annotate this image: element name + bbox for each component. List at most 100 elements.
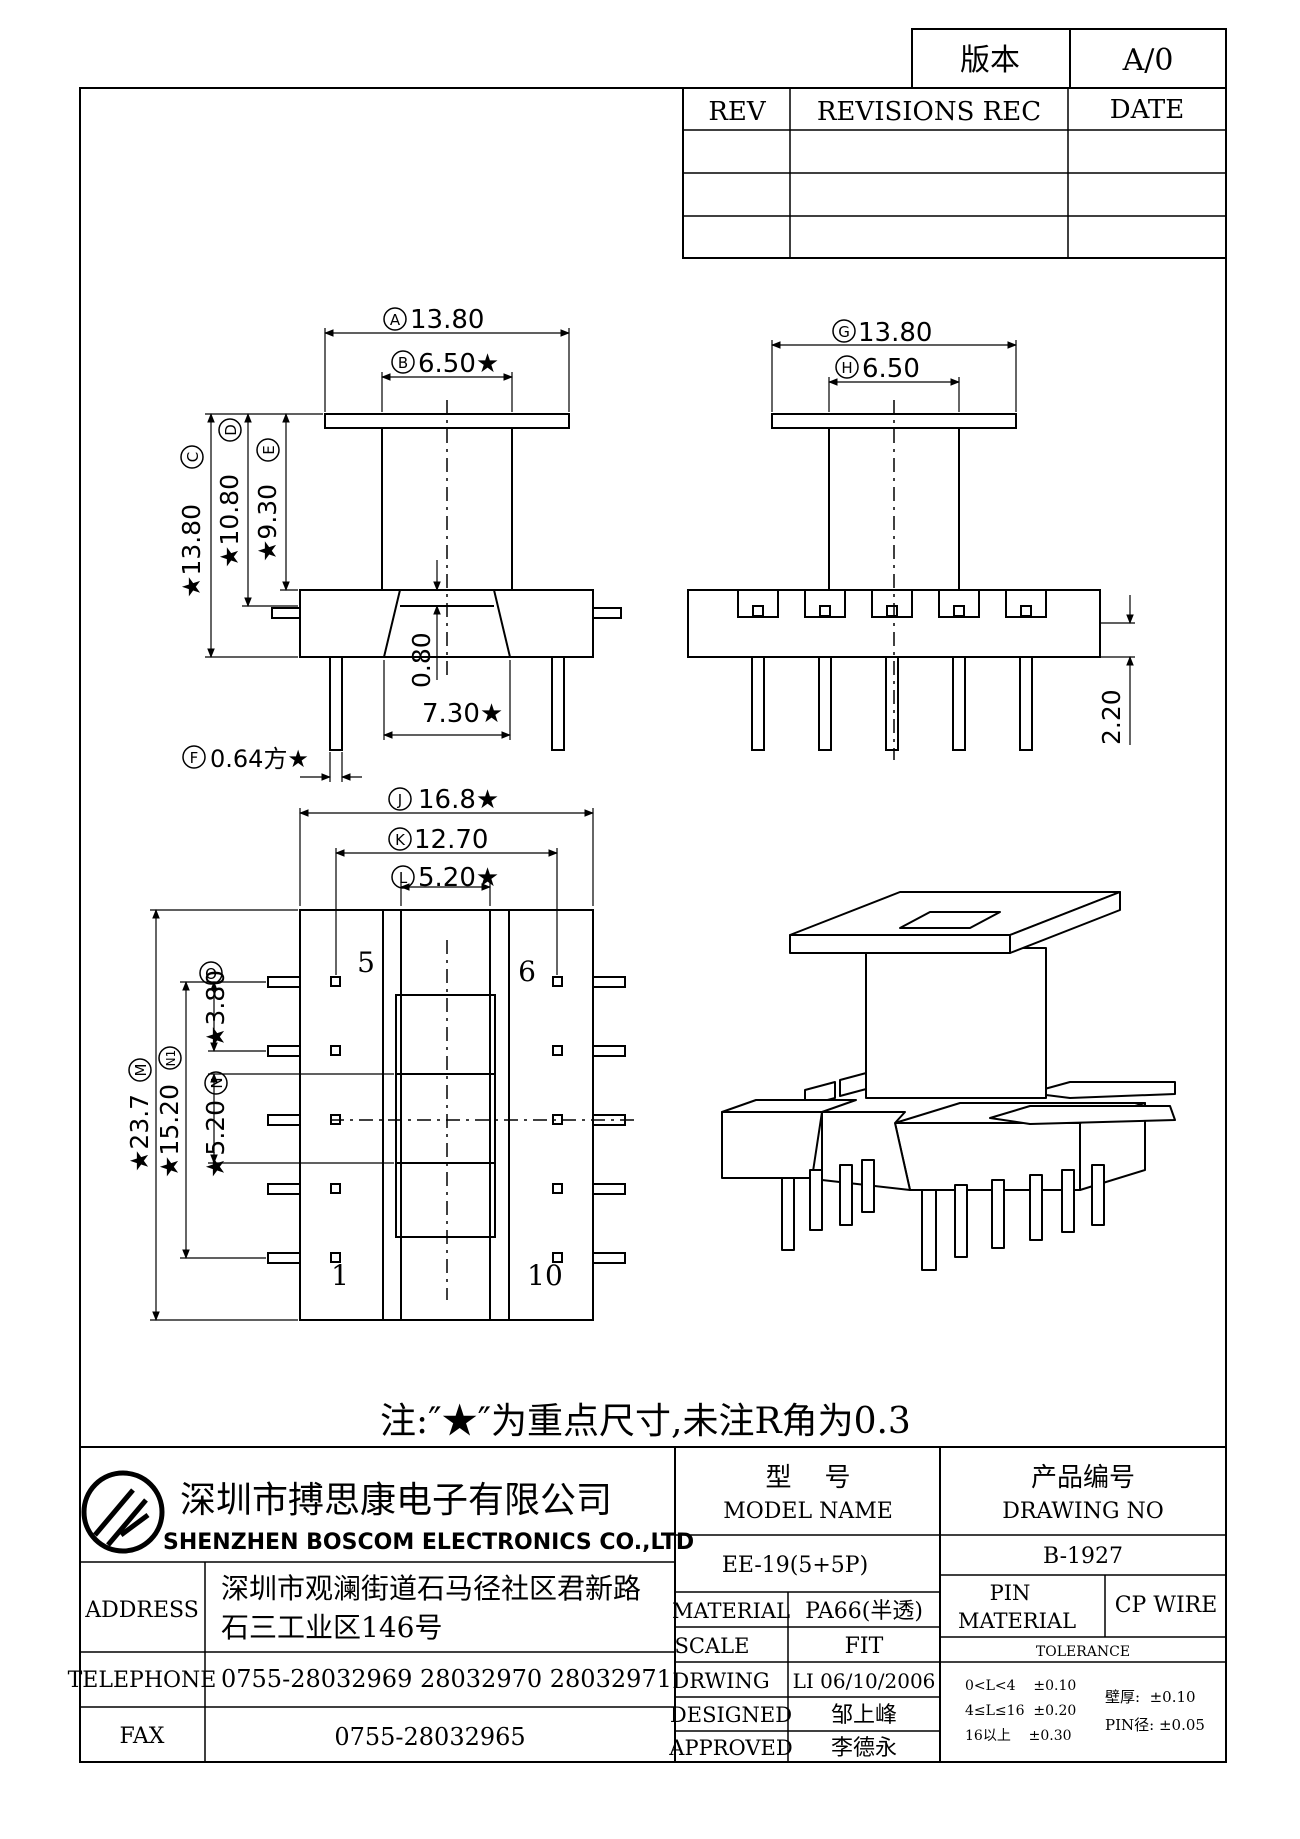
scale-value: FIT (845, 1634, 884, 1659)
front-view (205, 328, 622, 782)
dim-h-value: 6.50 (862, 354, 920, 384)
callout-a: A (390, 311, 401, 329)
dim-l-value: 5.20★ (418, 863, 499, 893)
company-name-cn: 深圳市搏思康电子有限公司 (180, 1480, 612, 1521)
callout-o-circle (199, 961, 223, 985)
callout-n-circle (204, 1071, 228, 1095)
version-value: A/0 (1122, 43, 1174, 78)
callout-h: H (841, 359, 852, 377)
dim-k-value: 12.70 (414, 825, 488, 855)
telephone-value: 0755-28032969 28032970 28032971 (221, 1665, 672, 1693)
version-label: 版本 (960, 43, 1020, 78)
dim-f-value: 0.64方★ (210, 745, 309, 773)
side-view-labels: G 13.80 H 6.50 2.20 (832, 318, 1126, 745)
telephone-label: TELEPHONE (68, 1668, 217, 1693)
callout-h-circle (835, 355, 859, 379)
pin-1-label: 1 (331, 1259, 349, 1292)
callout-m: M (132, 1064, 150, 1077)
dim-c-value: ★13.80 (177, 504, 206, 598)
title-block (80, 1446, 1226, 1762)
title-block-text: 深圳市搏思康电子有限公司 SHENZHEN BOSCOM ELECTRONICS… (68, 1463, 1218, 1761)
tolerance-row-3: 16以上 ±0.30 (965, 1728, 1072, 1744)
sheet-border (79, 87, 1227, 1763)
company-logo (81, 1470, 165, 1554)
bottom-view-labels: J 16.8★ K 12.70 L 5.20★ O ★23.7 M ★15.20… (125, 785, 563, 1292)
callout-j: J (397, 791, 402, 809)
version-box: 版本 A/0 (911, 28, 1227, 89)
dim-a-value: 13.80 (410, 305, 484, 335)
material-value: PA66(半透) (805, 1599, 923, 1624)
address-label: ADDRESS (84, 1598, 199, 1623)
callout-e: E (260, 445, 278, 454)
dim-m-value: ★23.7 (125, 1094, 154, 1172)
pin-6-label: 6 (518, 955, 536, 988)
callout-b-circle (391, 350, 415, 374)
dimension-note: 注:″★″为重点尺寸,未注R角为0.3 (380, 1401, 911, 1442)
fax-value: 0755-28032965 (334, 1723, 525, 1751)
dim-b-value: 6.50★ (418, 349, 499, 379)
dim-g-value: 13.80 (858, 318, 932, 348)
drawing-value: LI 06/10/2006 (793, 1669, 936, 1693)
dim-730-value: 7.30★ (422, 699, 503, 729)
pin-material-label-1: PIN (990, 1581, 1031, 1605)
callout-c-circle (180, 445, 204, 469)
side-view (687, 340, 1135, 760)
dim-080-value: 0.80 (407, 632, 436, 688)
callout-f: F (190, 749, 199, 767)
tolerance-row-2: 4≤L≤16 ±0.20 (965, 1703, 1076, 1719)
dim-e-value: ★9.30 (253, 484, 282, 562)
dim-n-value: ★5.20 (201, 1100, 230, 1178)
callout-a-circle (383, 307, 407, 331)
approved-label: APPROVED (668, 1736, 792, 1760)
material-label: MATERIAL (672, 1599, 790, 1623)
tolerance-row-1: 0<L<4 ±0.10 (965, 1678, 1076, 1694)
callout-g-circle (832, 319, 856, 343)
model-label-cn: 型 号 (765, 1463, 850, 1493)
model-value: EE-19(5+5P) (722, 1553, 868, 1578)
pin-material-label-2: MATERIAL (958, 1609, 1076, 1633)
callout-b: B (398, 354, 408, 372)
callout-l: L (399, 869, 408, 887)
designed-value: 邹上峰 (831, 1703, 897, 1728)
drawing-no-label-en: DRAWING NO (1002, 1499, 1164, 1524)
callout-l-circle (391, 865, 415, 889)
pin-10-label: 10 (527, 1259, 563, 1292)
drawing-no-label-cn: 产品编号 (1031, 1463, 1135, 1493)
bottom-view (150, 808, 640, 1321)
drawing-label: DRWING (672, 1669, 769, 1693)
dim-220-value: 2.20 (1097, 689, 1126, 745)
callout-n: N (208, 1077, 226, 1088)
callout-e-circle (256, 438, 280, 462)
model-label-en: MODEL NAME (723, 1499, 893, 1524)
tolerance-label: TOLERANCE (1036, 1644, 1130, 1660)
isometric-view (721, 891, 1176, 1271)
dim-o-value: ★3.80 (201, 970, 230, 1048)
callout-d: D (222, 424, 240, 436)
address-line1: 深圳市观澜街道石马径社区君新路 (221, 1572, 641, 1605)
approved-value: 李德永 (831, 1736, 897, 1761)
pin-5-label: 5 (357, 946, 375, 979)
company-name-en: SHENZHEN BOSCOM ELECTRONICS CO.,LTD (163, 1530, 694, 1555)
callout-n1-circle (158, 1046, 182, 1070)
tolerance-pin: PIN径: ±0.05 (1105, 1716, 1205, 1734)
address-line2: 石三工业区146号 (221, 1611, 442, 1644)
dim-n1-value: ★15.20 (155, 1084, 184, 1178)
callout-j-circle (388, 787, 412, 811)
date-header: DATE (1110, 95, 1185, 125)
drawing-no-value: B-1927 (1043, 1544, 1123, 1569)
callout-c: C (184, 452, 202, 462)
callout-o: O (205, 965, 217, 983)
callout-f-circle (182, 745, 206, 769)
tolerance-wall: 壁厚: ±0.10 (1105, 1688, 1196, 1706)
fax-label: FAX (120, 1724, 165, 1749)
revisions-table: REV REVISIONS REC DATE (682, 87, 1227, 259)
callout-n1: N1 (164, 1050, 178, 1067)
dim-d-value: ★10.80 (215, 474, 244, 568)
front-view-labels: A 13.80 B 6.50★ ★13.80 C ★10.80 D ★9.30 … (177, 305, 503, 773)
callout-m-circle (128, 1058, 152, 1082)
scale-label: SCALE (675, 1634, 750, 1658)
callout-k: K (395, 831, 406, 849)
designed-label: DESIGNED (670, 1703, 792, 1727)
dim-j-value: 16.8★ (418, 785, 499, 815)
